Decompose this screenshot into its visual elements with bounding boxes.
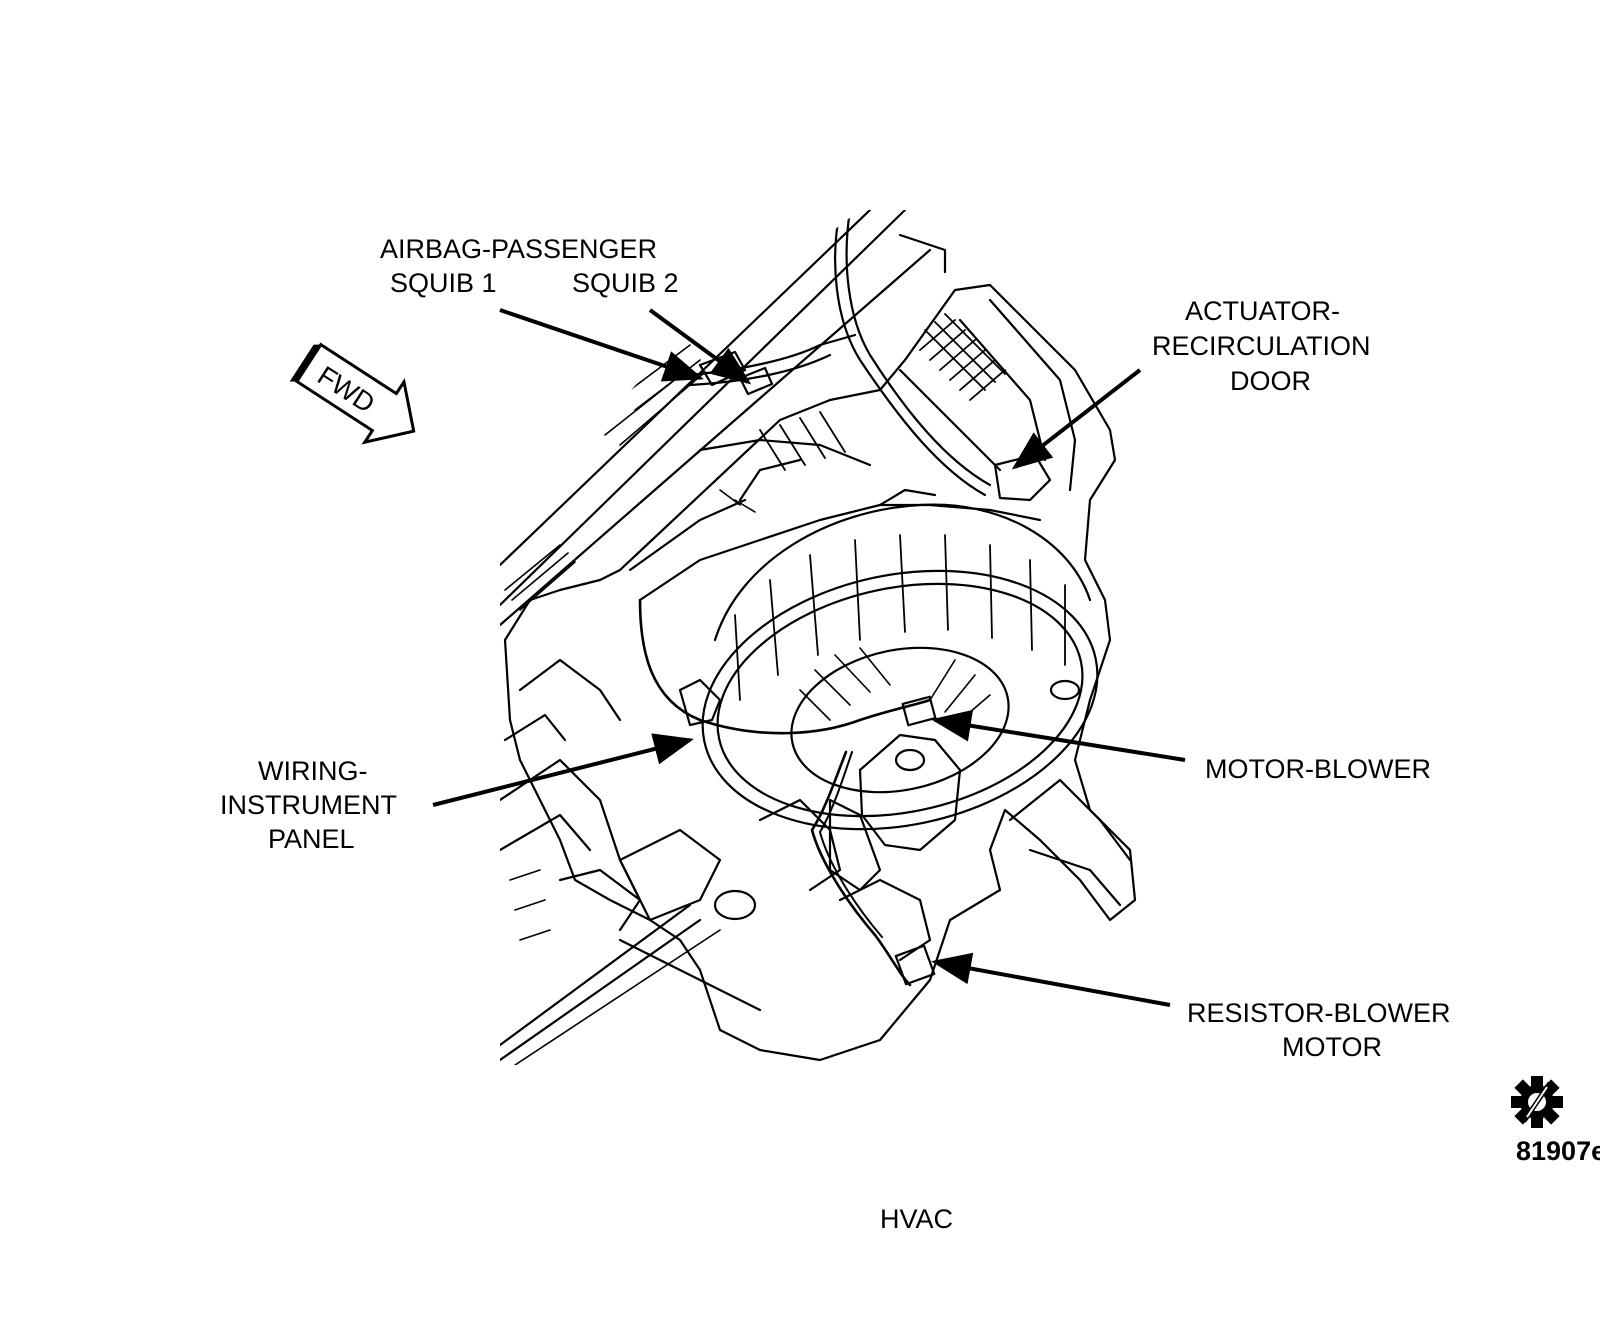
motor-blower-label: MOTOR-BLOWER [1205, 754, 1431, 784]
dash-crossbar [500, 210, 932, 1065]
actuator-label-1: ACTUATOR- [1185, 296, 1340, 326]
hvac-assembly-art [500, 210, 1137, 1065]
wiring-label-2: INSTRUMENT [220, 790, 397, 820]
squib1-leader [499, 308, 704, 382]
resistor-label-2: MOTOR [1282, 1032, 1382, 1062]
blower-wheel [701, 503, 1099, 831]
resistor-leader [931, 952, 1171, 1007]
gear-slash-icon [1511, 1076, 1563, 1128]
leader-lines [432, 308, 1186, 1007]
callout-labels: AIRBAG-PASSENGER SQUIB 1 SQUIB 2 ACTUATO… [220, 234, 1451, 1062]
actuator-label-3: DOOR [1230, 366, 1311, 396]
figure-caption: HVAC [880, 1204, 953, 1234]
wiring-leader [432, 733, 694, 807]
resistor-label-1: RESISTOR-BLOWER [1187, 998, 1451, 1028]
lower-structure [500, 658, 1132, 1012]
wiring-label-3: PANEL [268, 824, 355, 854]
wiring-label-1: WIRING- [258, 756, 367, 786]
hvac-housing [503, 283, 1137, 1062]
lower-harness [638, 350, 1052, 987]
actuator-leader [1011, 368, 1142, 470]
figure-id: 81907e87 [1516, 1136, 1600, 1166]
motor-blower-leader [931, 709, 1186, 762]
squib1-label: SQUIB 1 [390, 268, 497, 298]
airbag-passenger-label: AIRBAG-PASSENGER [380, 234, 657, 264]
actuator-label-2: RECIRCULATION [1152, 331, 1371, 361]
squib2-leader [648, 308, 752, 385]
fwd-arrow-icon: FWD [289, 342, 416, 445]
squib2-label: SQUIB 2 [572, 268, 679, 298]
